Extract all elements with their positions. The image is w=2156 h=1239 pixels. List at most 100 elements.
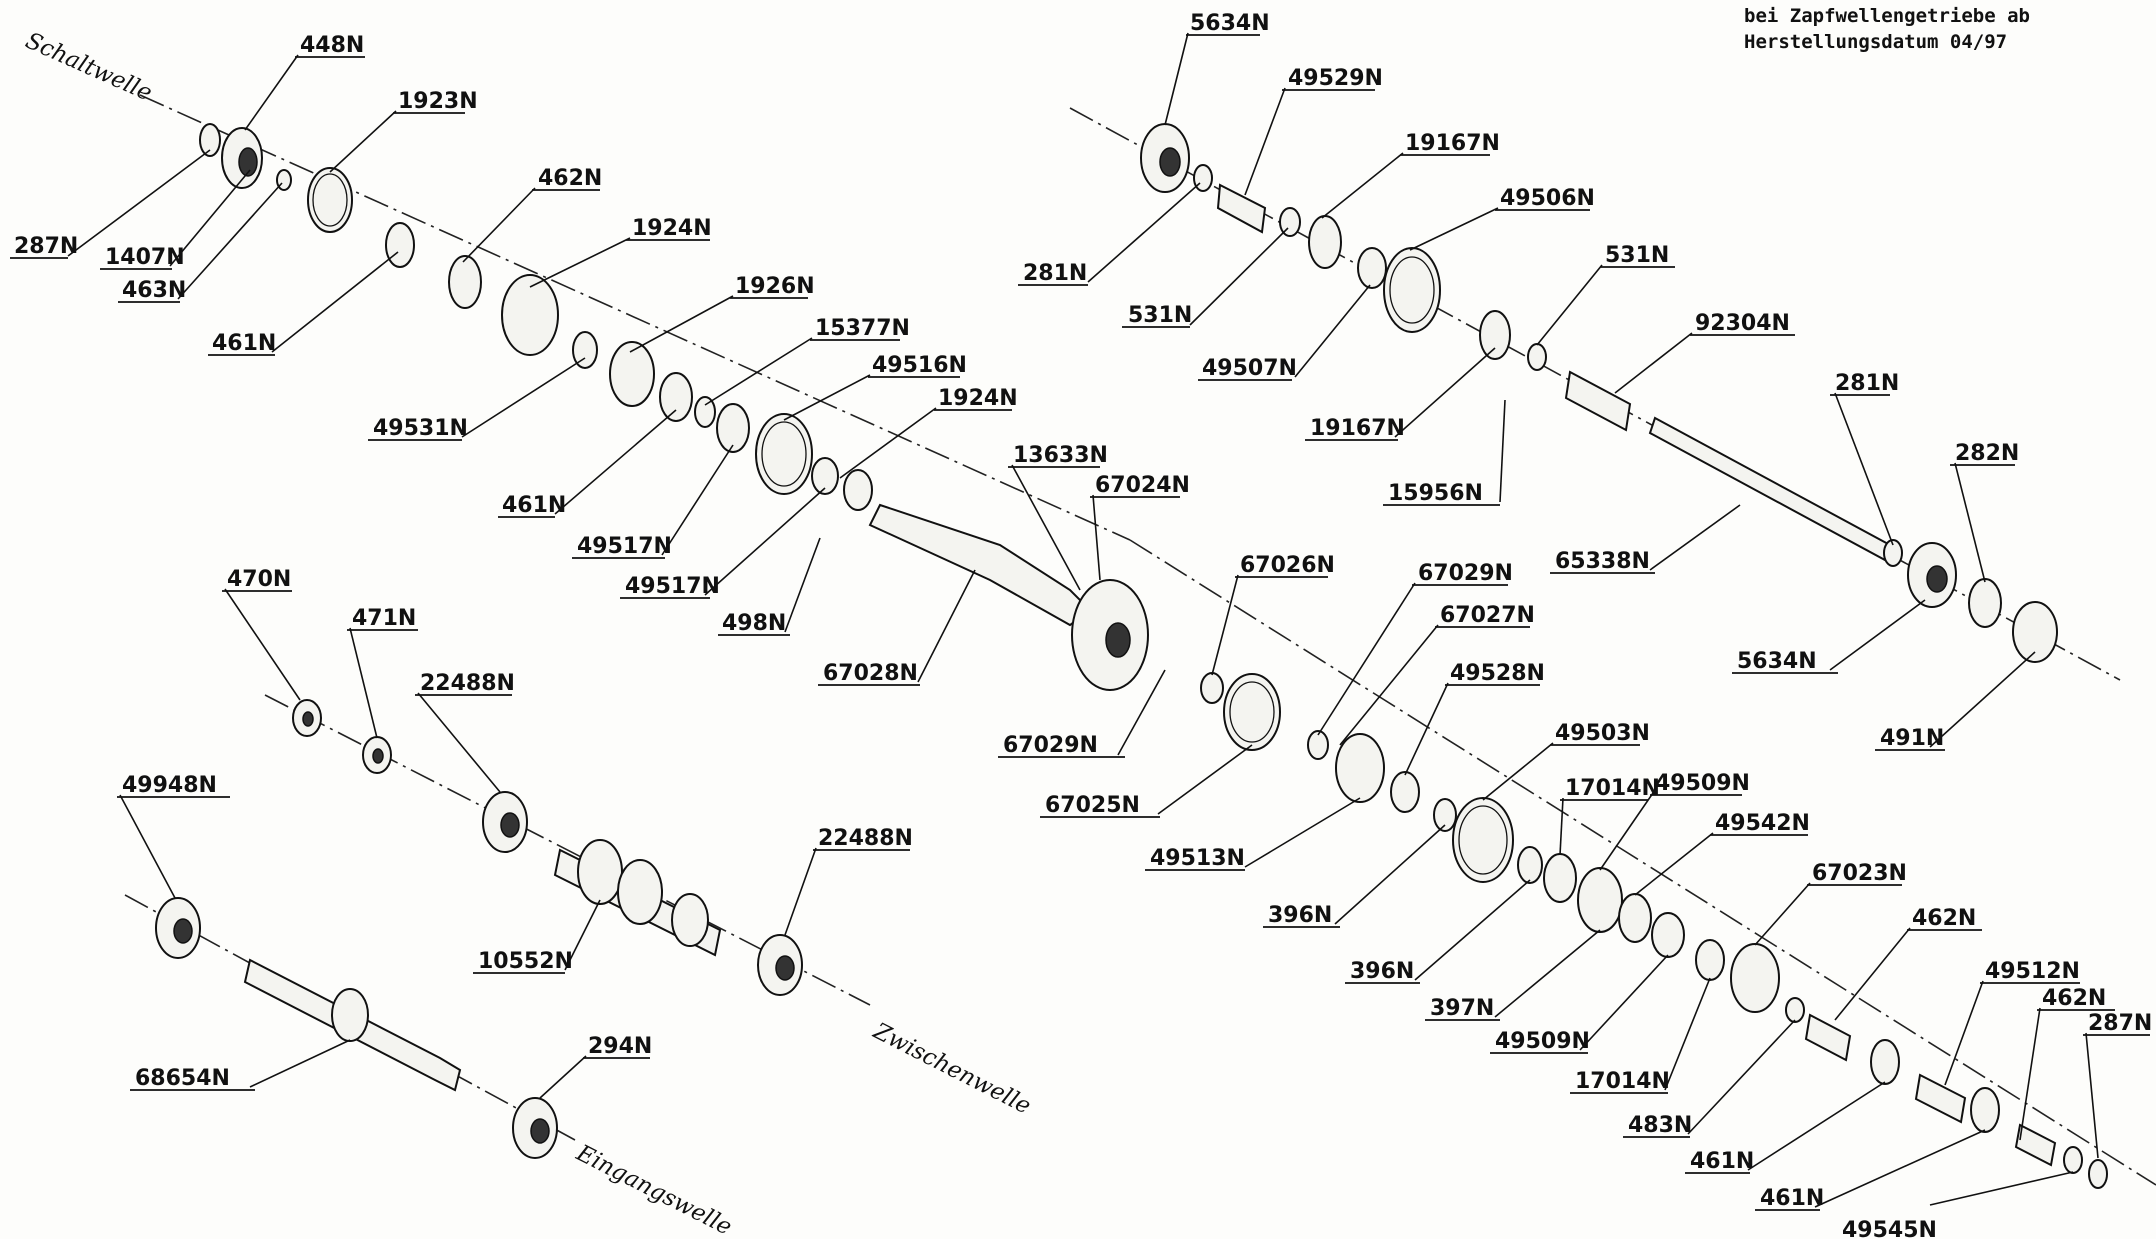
leader-line: [1334, 824, 1446, 925]
leader-line: [67, 149, 211, 257]
bearing-5634n-b-bore: [1926, 565, 1948, 593]
leader-line: [661, 444, 734, 556]
leader-line: [462, 187, 536, 263]
part-number-label: 287N: [2088, 1011, 2152, 1036]
circlip-281n-b: [1883, 539, 1903, 567]
leader-line: [1834, 392, 1894, 546]
leader-line: [1929, 1171, 2074, 1206]
shaft-name-zwischenwelle: Zwischenwelle: [868, 1018, 1034, 1120]
leader-line: [1117, 669, 1166, 756]
leader-line: [1664, 977, 1711, 1091]
part-number-label: 22488N: [818, 826, 913, 851]
ring-17014n-b: [1695, 939, 1725, 981]
gear-49506n-teeth: [1389, 256, 1435, 324]
part-number-label: 49529N: [1288, 66, 1383, 91]
leader-line: [839, 407, 937, 479]
part-number-label: 462N: [2042, 986, 2106, 1011]
ring-67027n: [1307, 730, 1329, 760]
part-number-label: 17014N: [1565, 776, 1660, 801]
part-number-label: 10552N: [478, 949, 573, 974]
sleeve-462n-c: [2014, 1123, 2057, 1167]
leader-line: [1294, 284, 1371, 378]
leader-line: [1189, 227, 1289, 326]
part-number-label: 17014N: [1575, 1069, 1670, 1094]
bearing-22488n-bore: [500, 812, 520, 838]
gear-49516n: [755, 413, 813, 495]
part-number-label: 1923N: [398, 89, 478, 114]
part-number-label: 462N: [538, 166, 602, 191]
leader-line: [417, 692, 501, 793]
leader-line: [1954, 462, 1986, 583]
gear-49516n-teeth: [761, 421, 807, 487]
part-number-label: 67024N: [1095, 473, 1190, 498]
leader-line: [329, 110, 397, 173]
leader-line: [1092, 494, 1101, 581]
needle-bearing-49528n: [1390, 771, 1420, 813]
part-number-label: 49513N: [1150, 846, 1245, 871]
leader-line: [1929, 651, 2036, 748]
part-number-label: 462N: [1912, 906, 1976, 931]
note-line-2: Herstellungsdatum 04/97: [1744, 31, 2007, 53]
leader-line: [1211, 574, 1239, 676]
leader-line: [169, 169, 251, 267]
leader-line: [1944, 980, 1984, 1086]
part-number-label: 531N: [1605, 243, 1669, 268]
circlip-287n-b: [2088, 1159, 2108, 1189]
leader-line: [539, 1055, 587, 1099]
washer-49507n: [1357, 247, 1387, 289]
leader-line: [783, 374, 871, 421]
leader-line: [271, 251, 399, 353]
leader-line: [1409, 207, 1499, 251]
leader-line: [244, 54, 299, 131]
part-number-label: 19167N: [1405, 131, 1500, 156]
part-number-label: 49506N: [1500, 186, 1595, 211]
part-number-label: 1924N: [632, 216, 712, 241]
leader-line: [249, 1039, 351, 1088]
needle-bearing-49517n: [716, 403, 750, 453]
leader-line: [1414, 879, 1531, 981]
part-number-label: 483N: [1628, 1113, 1692, 1138]
cap-491n: [2012, 601, 2058, 663]
part-number-label: 67029N: [1418, 561, 1513, 586]
gear-67025n-teeth: [1229, 681, 1275, 743]
sleeve-49529n: [1216, 183, 1267, 234]
sleeve-49512n: [1914, 1073, 1967, 1124]
part-number-label: 65338N: [1555, 549, 1650, 574]
leader-line: [2085, 1032, 2099, 1159]
part-number-label: 5634N: [1737, 649, 1817, 674]
sleeve-462n: [448, 255, 482, 309]
part-number-label: 68654N: [135, 1066, 230, 1091]
leader-line: [1814, 1129, 1986, 1208]
washer-49545n: [2063, 1146, 2083, 1174]
part-number-label: 5634N: [1190, 11, 1270, 36]
leader-line: [1499, 399, 1506, 503]
part-number-label: 448N: [300, 33, 364, 58]
gear-1926n: [609, 341, 655, 407]
note-line-1: bei Zapfwellengetriebe ab: [1744, 5, 2030, 27]
upper-right-parts: [1140, 123, 2058, 663]
leader-line: [1687, 1019, 1796, 1135]
leader-line: [224, 588, 301, 701]
circlip-281n: [1193, 164, 1213, 192]
part-number-label: 19167N: [1310, 416, 1405, 441]
leader-line: [704, 487, 826, 596]
leader-line: [784, 537, 821, 633]
leader-line: [1482, 742, 1554, 801]
leader-line: [1157, 744, 1253, 815]
leader-line: [1754, 882, 1811, 946]
washer-531n: [1279, 207, 1301, 237]
part-number-label: 15956N: [1388, 481, 1483, 506]
part-number-label: 461N: [1760, 1186, 1824, 1211]
part-number-label: 13633N: [1013, 443, 1108, 468]
part-number-label: 49516N: [872, 353, 967, 378]
part-number-label: 1407N: [105, 245, 185, 270]
washer-471n-bore: [372, 748, 384, 764]
part-number-label: 531N: [1128, 303, 1192, 328]
ring-396n-b: [1517, 846, 1543, 884]
bearing-22488n-b-bore: [775, 955, 795, 981]
washer-470n-bore: [302, 711, 314, 727]
part-number-label: 22488N: [420, 671, 515, 696]
gear-49506n: [1383, 247, 1441, 333]
